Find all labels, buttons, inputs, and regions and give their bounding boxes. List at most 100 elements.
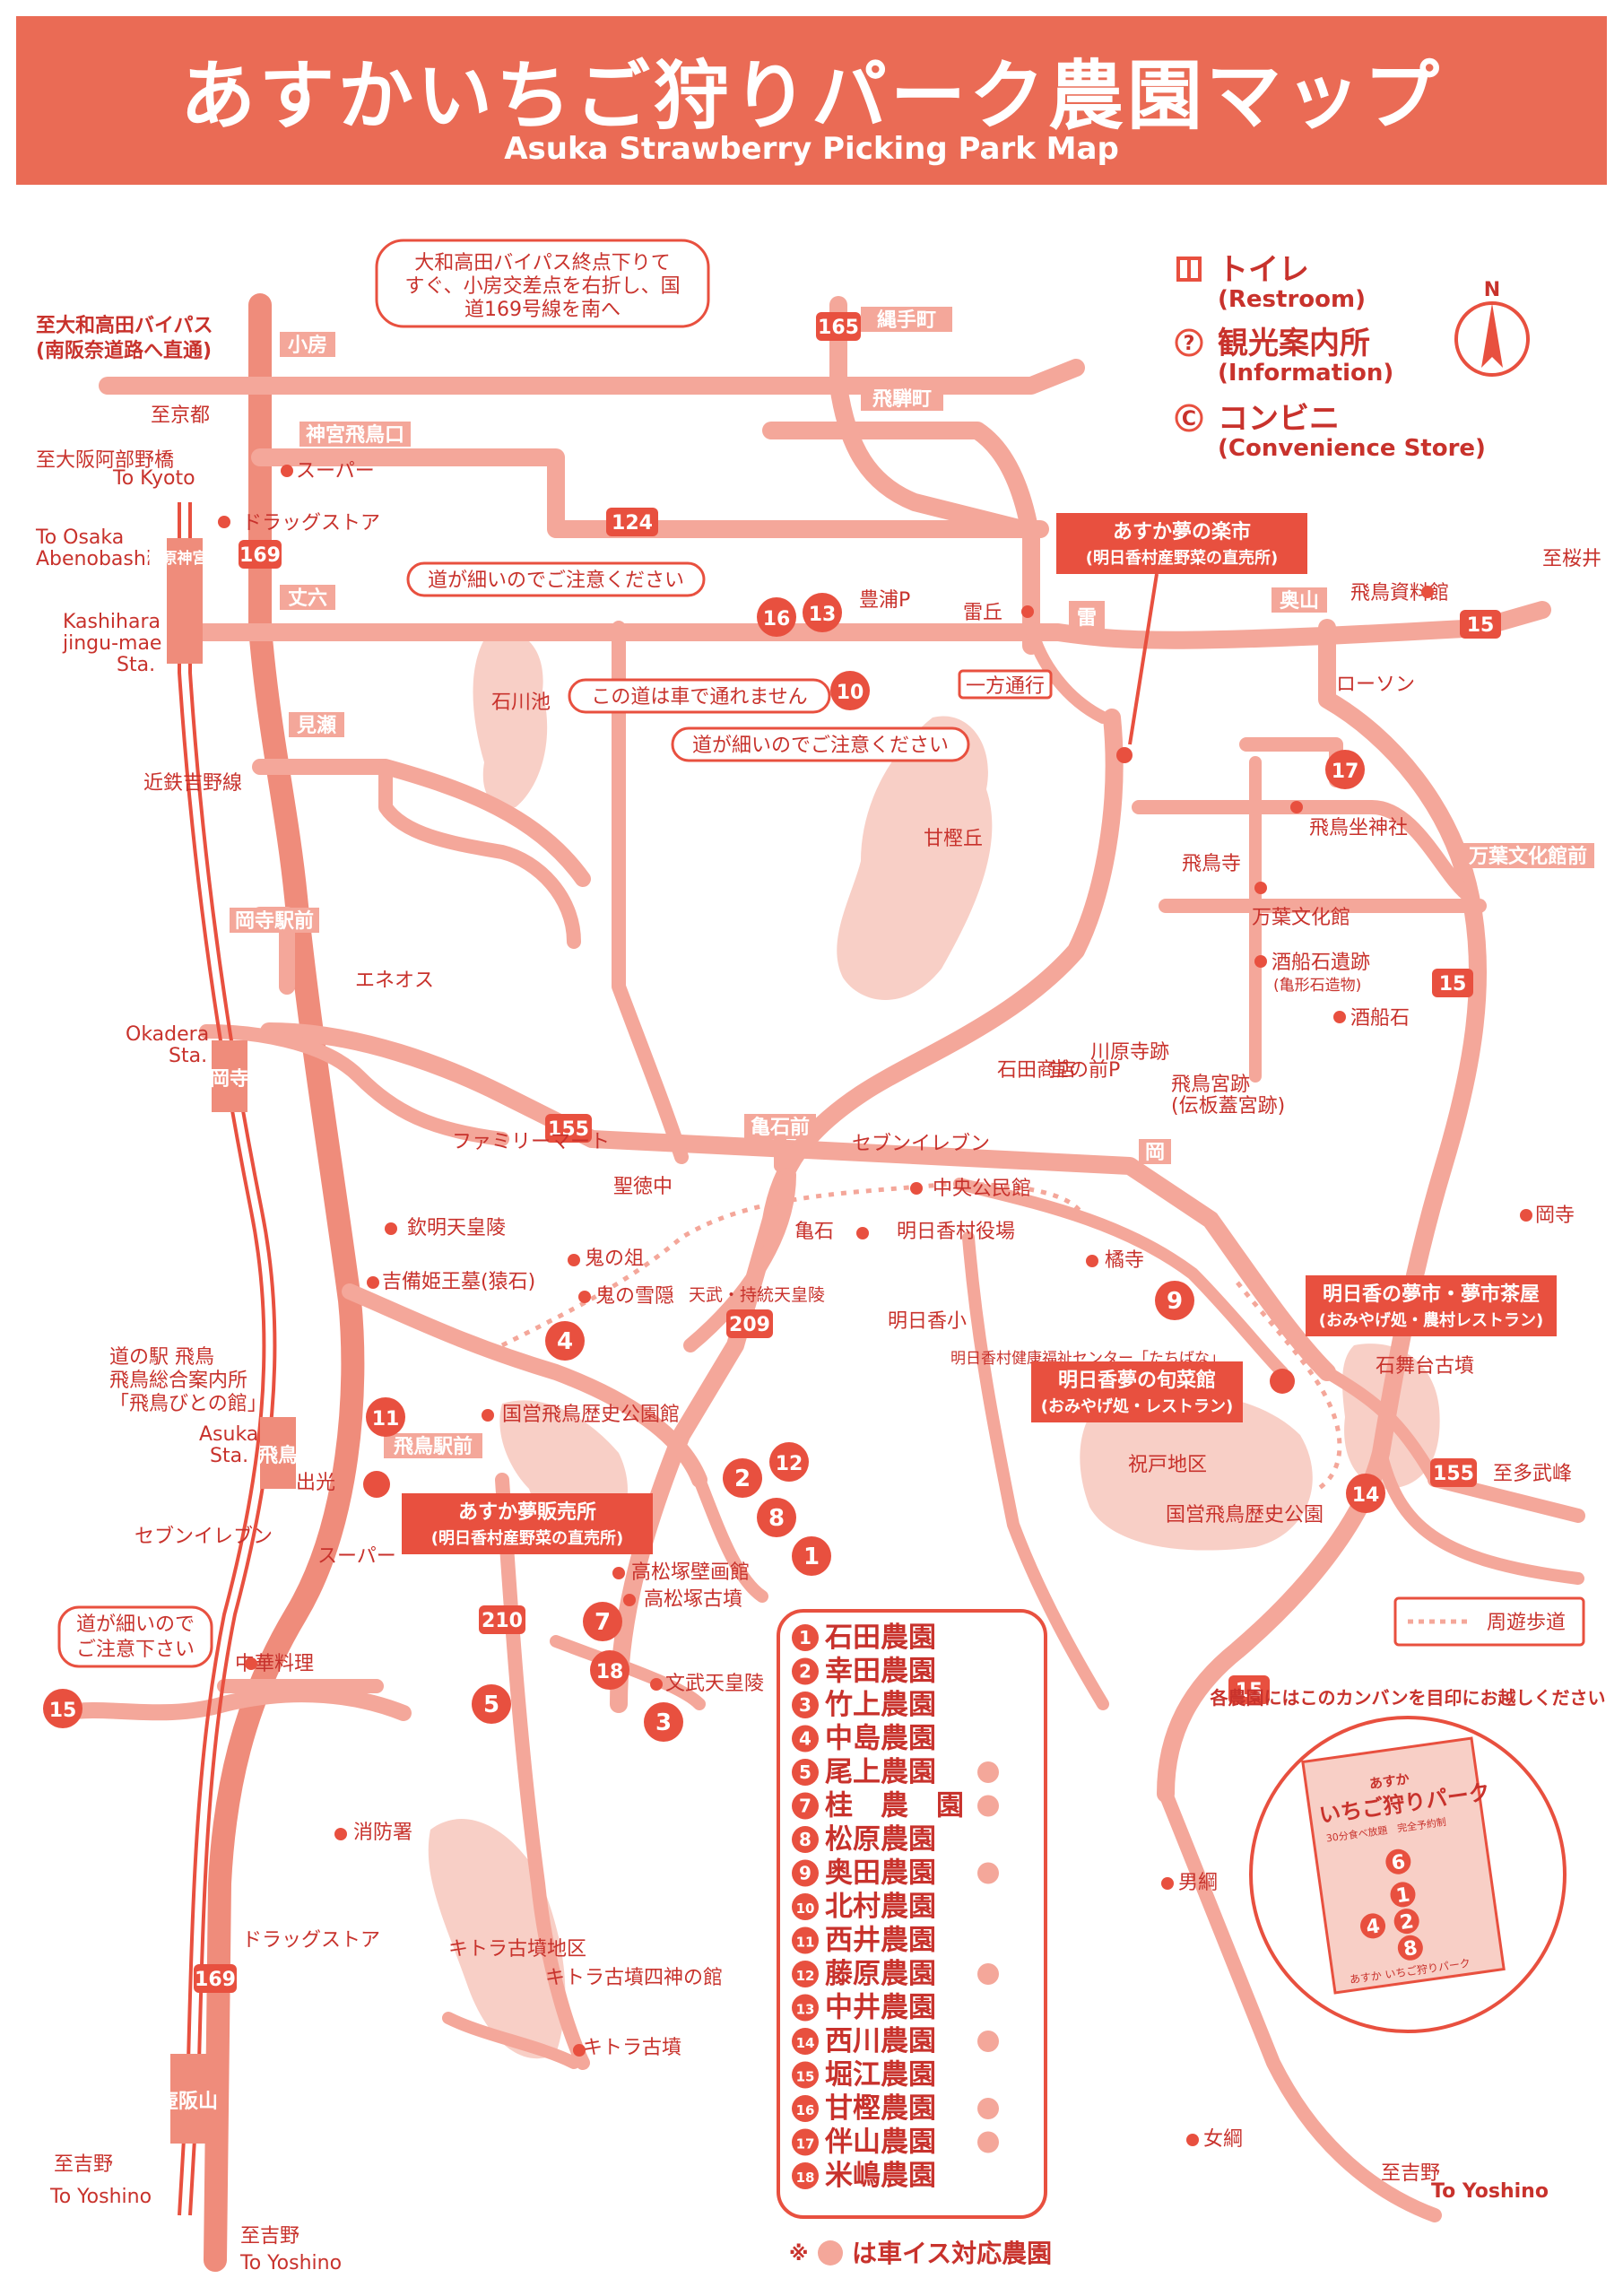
svg-text:道が細いので: 道が細いので xyxy=(76,1613,195,1636)
loop-road-a xyxy=(378,760,581,949)
svg-text:甘樫丘: 甘樫丘 xyxy=(924,828,983,850)
road-far-east xyxy=(1375,1447,1584,1585)
svg-text:18: 18 xyxy=(596,1661,624,1683)
svg-text:Kashihara: Kashihara xyxy=(63,611,161,633)
svg-text:男綱: 男綱 xyxy=(1178,1872,1218,1894)
shop-boxes: あすか夢の楽市 (明日香村産野菜の直売所) あすか夢販売所 (明日香村産野菜の直… xyxy=(363,513,1557,1554)
road-700 xyxy=(612,621,689,1164)
svg-text:尾上農園: 尾上農園 xyxy=(825,1756,936,1788)
svg-text:すぐ、小房交差点を右折し、国: すぐ、小房交差点を右折し、国 xyxy=(404,275,680,298)
svg-text:124: 124 xyxy=(612,512,653,535)
svg-text:15: 15 xyxy=(1439,973,1467,996)
legend-conv: コンビニ xyxy=(1218,401,1340,437)
wheelchair-icon xyxy=(977,1761,999,1783)
station-okadera: 岡寺 xyxy=(210,1068,249,1091)
stations: 橿原神宮前 Kashihara jingu-mae Sta. 岡寺 Okader… xyxy=(62,538,298,2144)
label-okadera-st: 岡寺駅前 xyxy=(235,909,314,933)
label-asuka-st: 飛鳥駅前 xyxy=(394,1435,473,1458)
svg-text:155: 155 xyxy=(548,1118,589,1141)
svg-text:高松塚古墳: 高松塚古墳 xyxy=(644,1588,742,1611)
svg-text:(Information): (Information) xyxy=(1218,360,1393,387)
svg-text:(Restroom): (Restroom) xyxy=(1218,286,1366,313)
svg-text:欽明天皇陵: 欽明天皇陵 xyxy=(407,1217,506,1239)
svg-text:女綱: 女綱 xyxy=(1203,2128,1243,2151)
svg-text:雷丘: 雷丘 xyxy=(963,602,1002,624)
shop-asuka-hanbai: あすか夢販売所 xyxy=(458,1500,596,1524)
callout-no-car: この道は車で通れません xyxy=(591,686,807,709)
road-165 xyxy=(829,296,1031,538)
svg-text:15: 15 xyxy=(796,2069,815,2085)
svg-text:明日香村役場: 明日香村役場 xyxy=(897,1221,1015,1243)
svg-text:14: 14 xyxy=(1352,1484,1380,1507)
svg-text:C: C xyxy=(1182,408,1196,430)
farm-marker: 12 xyxy=(769,1442,809,1482)
svg-text:飛鳥坐神社: 飛鳥坐神社 xyxy=(1309,817,1408,839)
road-tachibana xyxy=(953,1178,1289,1378)
svg-text:1: 1 xyxy=(1394,1883,1411,1908)
svg-text:N: N xyxy=(1484,279,1500,301)
svg-text:165: 165 xyxy=(818,317,859,339)
amakashi-hill xyxy=(837,716,993,1000)
svg-text:スーパー: スーパー xyxy=(317,1545,396,1568)
road-takamatsu xyxy=(693,1474,768,1603)
callout-oneway: 一方通行 xyxy=(966,675,1045,698)
svg-text:道169号線を南へ: 道169号線を南へ xyxy=(464,299,621,321)
route-shield-210: 210 xyxy=(479,1605,525,1634)
svg-text:209: 209 xyxy=(729,1314,770,1336)
farm-marker: 1 xyxy=(792,1536,831,1576)
bypass-road xyxy=(99,359,1085,395)
line-kintetsu: 近鉄吉野線 xyxy=(143,772,242,795)
svg-text:jingu-mae: jingu-mae xyxy=(62,632,161,655)
svg-text:中島農園: 中島農園 xyxy=(825,1723,936,1755)
svg-text:伴山農園: 伴山農園 xyxy=(824,2126,936,2159)
svg-text:3: 3 xyxy=(799,1694,812,1716)
svg-text:幸田農園: 幸田農園 xyxy=(825,1656,936,1688)
farm-marker: 2 xyxy=(723,1458,762,1498)
svg-text:エネオス: エネオス xyxy=(355,970,434,992)
walking-path-legend: 周遊歩道 xyxy=(1393,1596,1585,1647)
wheelchair-icon xyxy=(977,2098,999,2119)
svg-text:酒船石: 酒船石 xyxy=(1350,1007,1410,1030)
farm-marker: 11 xyxy=(366,1397,405,1437)
svg-text:5: 5 xyxy=(483,1692,499,1718)
svg-text:2: 2 xyxy=(734,1465,751,1492)
svg-text:7: 7 xyxy=(595,1609,611,1636)
label-oku: 奥山 xyxy=(1280,589,1319,613)
kintetsu-railway xyxy=(178,502,277,2216)
farm-marker: 9 xyxy=(1155,1281,1194,1320)
svg-text:(おみやげ処・農村レストラン): (おみやげ処・農村レストラン) xyxy=(1319,1310,1543,1330)
route-shield-15c: 15 xyxy=(1228,1675,1270,1704)
svg-text:「飛鳥びとの館」: 「飛鳥びとの館」 xyxy=(109,1393,267,1415)
svg-text:Sta.: Sta. xyxy=(117,654,155,676)
dest-osaka: 至大阪阿部野橋 xyxy=(36,449,174,472)
farm-marker: 17 xyxy=(1325,750,1365,789)
svg-text:吉備姫王墓(猿石): 吉備姫王墓(猿石) xyxy=(382,1271,535,1293)
svg-text:12: 12 xyxy=(796,1968,815,1984)
svg-text:(Convenience Store): (Convenience Store) xyxy=(1218,435,1486,462)
signboard-caption: 各農園にはこのカンバンを目印にお越しください xyxy=(1210,1687,1606,1709)
svg-text:15: 15 xyxy=(1236,1680,1263,1702)
label-jingu: 神宮飛鳥口 xyxy=(306,423,404,447)
route-shield-15a: 15 xyxy=(1460,610,1501,639)
dest-yoshino-east: 至吉野 xyxy=(1381,2162,1440,2185)
svg-text:4: 4 xyxy=(799,1728,812,1750)
wheelchair-icon xyxy=(977,1862,999,1884)
svg-text:10: 10 xyxy=(837,682,864,704)
svg-text:ご注意下さい: ご注意下さい xyxy=(76,1639,195,1661)
svg-text:13: 13 xyxy=(796,2002,815,2018)
svg-text:(明日香村産野菜の直売所): (明日香村産野菜の直売所) xyxy=(431,1528,623,1548)
shop-yumechaya: 明日香の夢市・夢市茶屋 xyxy=(1323,1283,1540,1306)
svg-text:8: 8 xyxy=(799,1829,812,1850)
svg-text:桂 農 園: 桂 農 園 xyxy=(825,1790,964,1822)
svg-text:4: 4 xyxy=(1365,1915,1382,1939)
place-labels: スーパー ドラッグストア 石川池 甘樫丘 豊浦P 雷丘 飛鳥資料館 ローソン 飛… xyxy=(109,460,1575,2151)
label-joroku: 丈六 xyxy=(288,587,327,610)
legend-info: 観光案内所 xyxy=(1218,326,1370,361)
road-south-center xyxy=(683,1168,796,1352)
